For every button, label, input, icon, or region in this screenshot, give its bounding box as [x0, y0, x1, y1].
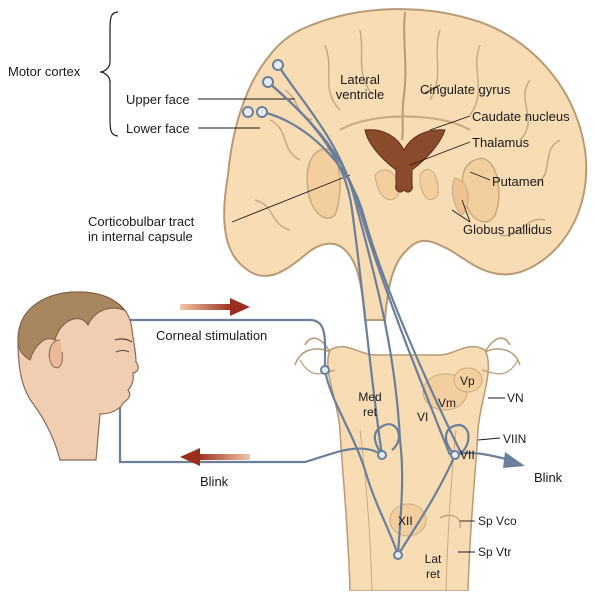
lateral-ventricle-line1: Lateral [330, 72, 390, 87]
corticobulbar-line1: Corticobulbar tract [88, 214, 194, 229]
lateral-ventricle-line2: ventricle [330, 87, 390, 102]
sp-vtr-label: Sp Vtr [478, 545, 511, 560]
putamen-label: Putamen [492, 174, 544, 189]
med-ret-label: Med ret [355, 390, 385, 420]
lat-ret-line1: Lat [418, 552, 448, 567]
viin-label: VIIN [503, 432, 526, 447]
vn-label: VN [507, 391, 524, 406]
lower-face-label: Lower face [126, 121, 190, 136]
corticobulbar-tract-label: Corticobulbar tract in internal capsule [88, 214, 194, 244]
vm-label: Vm [438, 396, 456, 411]
med-ret-line1: Med [355, 390, 385, 405]
corneal-stimulation-arrow [180, 298, 250, 316]
blink-label-right: Blink [534, 470, 562, 485]
motor-cortex-brace [100, 12, 118, 136]
cingulate-gyrus-label: Cingulate gyrus [420, 82, 510, 97]
vi-label: VI [417, 410, 428, 425]
thalamus-label: Thalamus [472, 135, 529, 150]
vp-label: Vp [460, 374, 475, 389]
globus-pallidus-label: Globus pallidus [463, 222, 552, 237]
blink-arrow [180, 448, 250, 466]
blink-label-left: Blink [200, 474, 228, 489]
caudate-nucleus-label: Caudate nucleus [472, 109, 570, 124]
vii-label: VII [460, 448, 475, 463]
med-ret-line2: ret [355, 405, 385, 420]
sp-vco-label: Sp Vco [478, 514, 517, 529]
lat-ret-label: Lat ret [418, 552, 448, 582]
corticobulbar-line2: in internal capsule [88, 229, 194, 244]
upper-face-label: Upper face [126, 92, 190, 107]
motor-cortex-label: Motor cortex [8, 64, 80, 79]
brain-section [224, 9, 586, 320]
xii-label: XII [398, 514, 413, 529]
lateral-ventricle-label: Lateral ventricle [330, 72, 390, 102]
blink-output-arrowhead [503, 452, 525, 468]
lat-ret-line2: ret [418, 567, 448, 582]
corneal-stimulation-label: Corneal stimulation [156, 328, 267, 343]
